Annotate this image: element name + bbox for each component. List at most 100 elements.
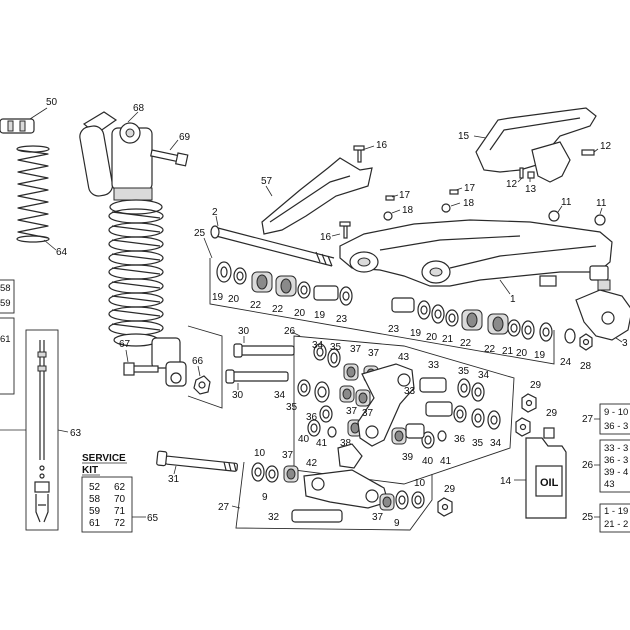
left-box-line-2: 59 [0, 298, 11, 309]
callout-33-a: 33 [428, 360, 440, 371]
callout-37-d: 37 [362, 408, 374, 419]
callout-9-a: 9 [262, 492, 268, 503]
callout-23-a: 23 [336, 314, 348, 325]
callout-19-b: 19 [314, 310, 326, 321]
callout-29-b: 29 [546, 408, 558, 419]
right-callout-25: 25 [582, 512, 594, 523]
part-67-bolt: 67 [119, 339, 159, 376]
right-box-26-line-2: 36 - 3 [604, 455, 628, 466]
callout-41-b: 41 [440, 456, 452, 467]
part-17-18-left: 17 18 [383, 190, 414, 221]
part-14-oil-bottle: OIL 14 [500, 427, 567, 519]
callout-21-b: 21 [502, 346, 514, 357]
callout-38: 38 [340, 438, 352, 449]
part-57-chain-slider: 57 [261, 157, 373, 235]
callout-19-d: 19 [534, 350, 546, 361]
right-box-26-line-1: 33 - 3 [604, 443, 628, 454]
service-kit-item: 58 [89, 494, 101, 505]
service-kit-title-line-1: SERVICE [82, 453, 126, 464]
lower-link-group-frame: 27 [218, 461, 433, 531]
callout-10-a: 10 [254, 448, 266, 459]
callout-14: 14 [500, 476, 512, 487]
right-box-25-line-1: 1 - 19 [604, 506, 628, 517]
callout-42: 42 [306, 458, 318, 469]
callout-15: 15 [458, 131, 470, 142]
callout-64: 64 [56, 247, 68, 258]
part-50-bracket: 50 [0, 97, 58, 134]
part-16-screw-bottom: 16 [320, 221, 351, 243]
callout-11-right: 11 [596, 198, 607, 209]
callout-35-c: 35 [458, 366, 470, 377]
callout-66: 66 [192, 356, 204, 367]
service-kit-item: 62 [114, 482, 126, 493]
callout-43: 43 [398, 352, 410, 363]
part-2-axle: 2 [210, 207, 335, 267]
callout-34-a: 34 [312, 340, 324, 351]
callout-30-lower: 30 [232, 390, 244, 401]
part-66-nut: 66 [187, 325, 223, 409]
lower-link-components: 10 9 37 42 32 37 9 10 [251, 443, 426, 529]
callout-33-b: 33 [404, 386, 416, 397]
part-16-screw-top: 16 [353, 140, 388, 163]
callout-22-b: 22 [272, 304, 284, 315]
part-17-18-right: 17 18 [441, 183, 476, 213]
oil-label: OIL [540, 477, 559, 489]
callout-1: 1 [510, 294, 516, 305]
callout-39: 39 [402, 452, 414, 463]
service-kit-item: 59 [89, 506, 101, 517]
part-1-swingarm: 1 [339, 219, 613, 305]
shock-absorber: 68 [79, 103, 187, 387]
bearing-row-left: 19 20 22 22 20 19 23 [212, 261, 353, 325]
callout-22-d: 22 [484, 344, 496, 355]
part-15-chain-guard: 15 [458, 107, 597, 183]
part-28-bolt: 28 [579, 333, 593, 372]
part-63-rod-tool: 63 [0, 329, 82, 531]
right-box-25-line-2: 21 - 2 [604, 519, 628, 530]
callout-37-a: 37 [350, 344, 362, 355]
part-3-bracket: 3 [575, 279, 630, 349]
service-kit-item: 61 [89, 518, 101, 529]
callout-12-left: 12 [506, 179, 518, 190]
callout-16-bottom: 16 [320, 232, 332, 243]
service-kit-item: 71 [114, 506, 126, 517]
right-box-25: 25 1 - 19 21 - 2 [582, 503, 630, 533]
callout-17-right: 17 [464, 183, 476, 194]
service-kit-item: 72 [114, 518, 126, 529]
callout-34-d: 34 [490, 438, 502, 449]
left-box-line-61: 61 [0, 334, 11, 345]
part-11-washer-right: 11 [594, 198, 607, 226]
callout-12-right: 12 [600, 141, 612, 152]
callout-29-c: 29 [444, 484, 456, 495]
callout-37-f: 37 [372, 512, 384, 523]
callout-63: 63 [70, 428, 82, 439]
right-box-27: 27 9 - 10 36 - 3 [582, 403, 630, 435]
callout-22-a: 22 [250, 300, 262, 311]
callout-20-b: 20 [294, 308, 306, 319]
service-kit-title-line-2: KIT [82, 465, 98, 476]
right-box-26: 26 33 - 3 36 - 3 39 - 4 43 [582, 439, 630, 493]
part-69-bolt: 69 [150, 132, 191, 167]
callout-2: 2 [212, 207, 218, 218]
right-callout-26: 26 [582, 460, 594, 471]
callout-37-b: 37 [368, 348, 380, 359]
callout-18-left: 18 [402, 205, 414, 216]
left-edge-box-61: 61 [0, 317, 15, 395]
callout-9-b: 9 [394, 518, 400, 529]
part-24-washer: 24 [560, 328, 576, 368]
callout-27: 27 [218, 502, 230, 513]
callout-31: 31 [168, 474, 180, 485]
part-64-spring: 64 [16, 145, 68, 258]
callout-21-a: 21 [442, 334, 454, 345]
callout-17-left: 17 [399, 190, 411, 201]
callout-20-c: 20 [426, 332, 438, 343]
callout-24: 24 [560, 357, 572, 368]
callout-30-upper: 30 [238, 326, 250, 337]
callout-57: 57 [261, 176, 273, 187]
callout-18-right: 18 [463, 198, 475, 209]
part-30-bolt-lower: 30 [225, 369, 289, 401]
part-11-washer-left: 11 [548, 197, 572, 222]
bearing-row-right: 23 19 20 21 22 22 21 20 19 [388, 297, 553, 361]
